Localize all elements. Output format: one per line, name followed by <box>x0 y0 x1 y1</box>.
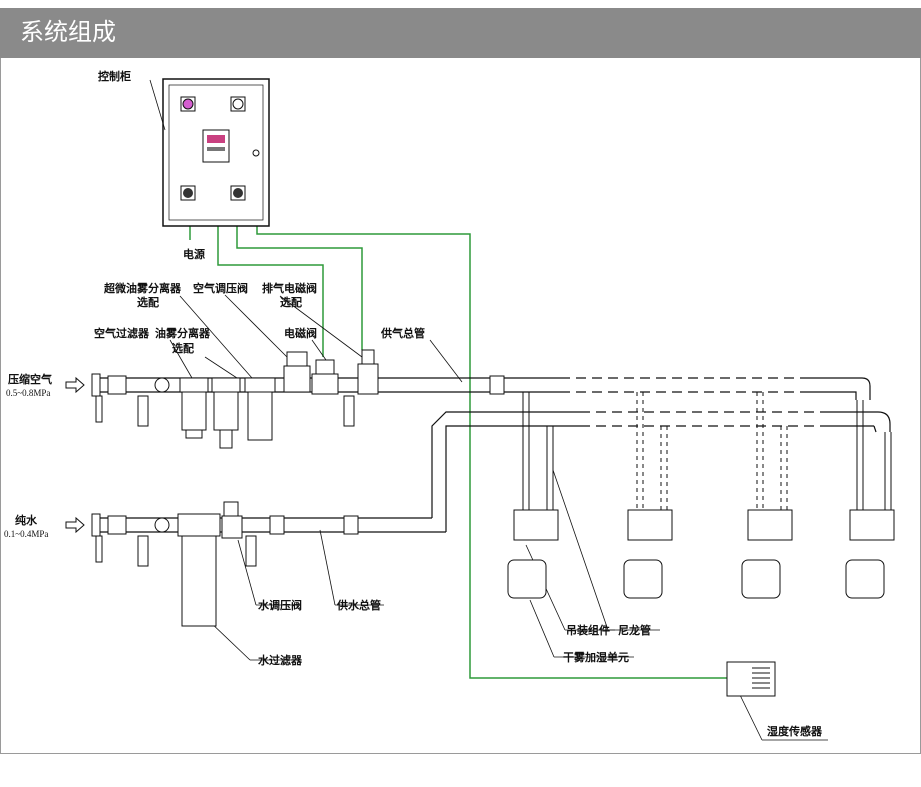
leader-lines <box>149 79 828 741</box>
switch-knob-icon <box>180 185 196 201</box>
section-header: 系统组成 <box>0 8 921 58</box>
label-air-main: 供气总管 <box>380 326 425 340</box>
ultra-oil-separator <box>244 377 276 441</box>
fog-unit-4 <box>845 400 895 599</box>
label-nylon-tube: 尼龙管 <box>618 623 651 637</box>
label-water-main: 供水总管 <box>336 598 381 612</box>
signal-line-exhaust <box>236 226 363 350</box>
water-filter <box>177 513 221 627</box>
oil-separator <box>211 377 241 449</box>
solenoid-valve <box>311 359 339 395</box>
switch-knob-icon <box>230 185 246 201</box>
label-exhaust-valve: 排气电磁阀 <box>262 281 317 295</box>
label-ultra-oil-separator: 超微油雾分离器 <box>103 281 182 295</box>
label-ultra-oil-separator-opt: 选配 <box>137 295 159 309</box>
control-cabinet <box>162 78 270 227</box>
section-title: 系统组成 <box>20 18 116 46</box>
label-power: 电源 <box>183 247 205 261</box>
indicator-light-icon <box>180 96 196 112</box>
humidity-sensor <box>726 661 776 697</box>
indicator-light-icon <box>230 96 246 112</box>
label-hanging-kit: 吊装组件 <box>566 623 610 637</box>
fog-unit-2 <box>623 392 673 599</box>
label-dry-fog-unit: 干雾加湿单元 <box>563 650 629 664</box>
dry-fog-units <box>507 392 895 599</box>
water-components <box>91 501 359 627</box>
label-air-pressure: 0.5~0.8MPa <box>6 388 50 398</box>
label-pure-water: 纯水 <box>15 513 38 527</box>
label-control-cabinet: 控制柜 <box>98 69 131 83</box>
label-air-regulator: 空气调压阀 <box>193 281 248 295</box>
fog-unit-3 <box>741 392 793 599</box>
lock-icon <box>252 149 260 157</box>
air-components <box>91 349 505 449</box>
label-water-pressure: 0.1~0.4MPa <box>4 529 48 539</box>
air-main-pipe <box>94 377 871 400</box>
fog-unit-1 <box>507 392 559 599</box>
label-compressed-air: 压缩空气 <box>8 372 52 386</box>
label-oil-separator: 油雾分离器 <box>155 326 211 340</box>
label-air-filter: 空气过滤器 <box>94 326 150 340</box>
controller-display-icon <box>202 129 230 163</box>
label-water-regulator: 水调压阀 <box>258 598 302 612</box>
label-water-filter: 水过滤器 <box>258 653 303 667</box>
signal-line-solenoid <box>217 226 324 357</box>
water-main-pipe <box>94 411 891 533</box>
inlet-arrow-icon <box>65 376 85 534</box>
label-oil-separator-opt: 选配 <box>172 341 194 355</box>
label-solenoid-valve: 电磁阀 <box>284 326 317 340</box>
air-filter <box>179 377 209 439</box>
exhaust-valve <box>357 349 379 395</box>
signal-lines <box>189 226 727 679</box>
air-regulator <box>283 351 311 393</box>
water-regulator <box>221 501 243 539</box>
label-humidity-sensor: 湿度传感器 <box>767 724 823 738</box>
signal-line-sensor <box>256 226 727 679</box>
label-exhaust-valve-opt: 选配 <box>280 295 302 309</box>
